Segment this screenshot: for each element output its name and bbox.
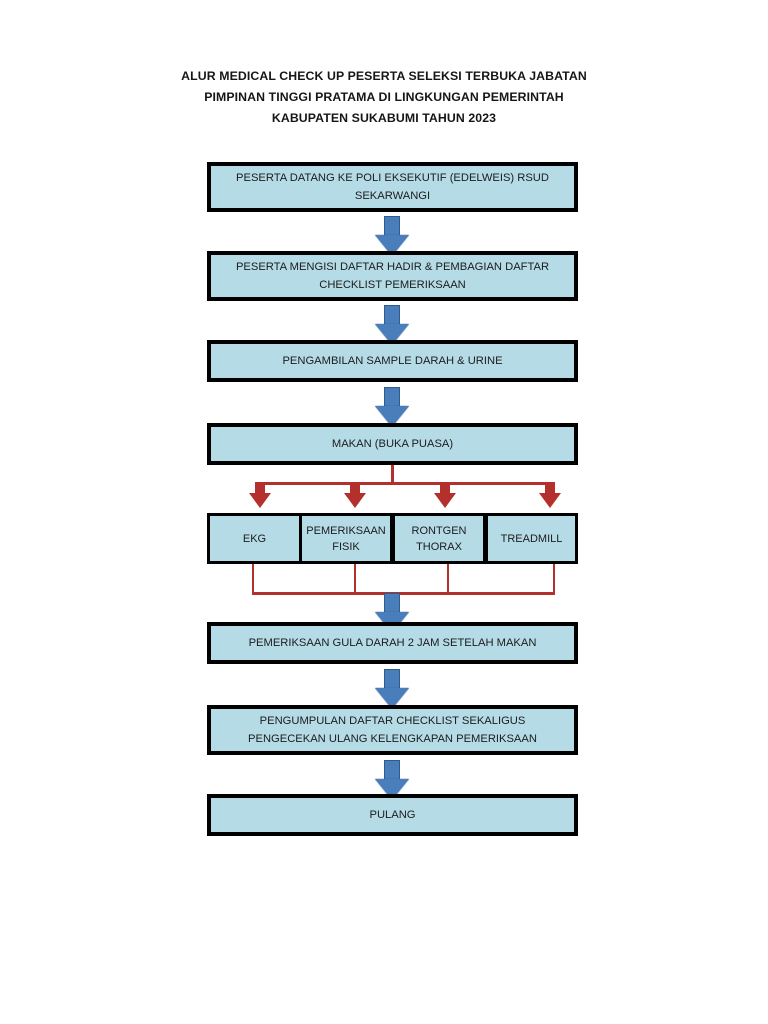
- red-arrow-to-ekg-shaft: [255, 482, 265, 495]
- red-arrow-to-treadmill-shaft: [545, 482, 555, 495]
- red-connector-stem-down: [391, 465, 394, 484]
- red-arrow-to-rontgen-thorax-head: [434, 493, 456, 508]
- blue-arrow-6-shaft: [384, 760, 400, 781]
- blue-arrow-5: [375, 669, 409, 709]
- process-box-step-5[interactable]: PEMERIKSAAN GULA DARAH 2 JAM SETELAH MAK…: [207, 622, 578, 664]
- process-box-step-3-label: PENGAMBILAN SAMPLE DARAH & URINE: [282, 354, 503, 367]
- process-box-step-7-label: PULANG: [369, 808, 416, 821]
- title-line-1: ALUR MEDICAL CHECK UP PESERTA SELEKSI TE…: [181, 69, 587, 83]
- red-arrow-to-pemeriksaan-fisik-shaft: [350, 482, 360, 495]
- process-box-step-1[interactable]: PESERTA DATANG KE POLI EKSEKUTIF (EDELWE…: [207, 162, 578, 212]
- blue-arrow-1-head: [375, 235, 409, 256]
- exam-box-ekg[interactable]: EKG: [207, 513, 302, 564]
- title-line-3: KABUPATEN SUKABUMI TAHUN 2023: [271, 111, 497, 125]
- process-box-step-4[interactable]: MAKAN (BUKA PUASA): [207, 423, 578, 465]
- red-arrow-to-ekg: [249, 482, 271, 508]
- process-box-step-2-label: PESERTA MENGISI DAFTAR HADIR & PEMBAGIAN…: [235, 260, 550, 292]
- blue-arrow-1: [375, 216, 409, 256]
- red-arrow-to-treadmill-head: [539, 493, 561, 508]
- blue-arrow-3-shaft: [384, 387, 400, 408]
- blue-arrow-1-shaft: [384, 216, 400, 237]
- process-box-step-2[interactable]: PESERTA MENGISI DAFTAR HADIR & PEMBAGIAN…: [207, 251, 578, 301]
- process-box-step-6-label: PENGUMPULAN DAFTAR CHECKLIST SEKALIGUS P…: [248, 714, 537, 746]
- blue-arrow-3-head: [375, 406, 409, 427]
- red-arrow-to-rontgen-thorax: [434, 482, 456, 508]
- process-box-step-7[interactable]: PULANG: [207, 794, 578, 836]
- red-arrow-to-treadmill: [539, 482, 561, 508]
- exam-box-ekg-label: EKG: [242, 532, 267, 545]
- title-line-2: PIMPINAN TINGGI PRATAMA DI LINGKUNGAN PE…: [204, 90, 564, 104]
- red-merge-bar: [252, 592, 555, 595]
- red-arrow-to-pemeriksaan-fisik-head: [344, 493, 366, 508]
- blue-arrow-5-shaft: [384, 669, 400, 690]
- blue-arrow-2: [375, 305, 409, 345]
- blue-arrow-2-shaft: [384, 305, 400, 326]
- process-box-step-4-label: MAKAN (BUKA PUASA): [331, 437, 454, 450]
- exam-box-treadmill-label: TREADMILL: [500, 532, 563, 545]
- red-arrow-to-ekg-head: [249, 493, 271, 508]
- red-arrow-to-rontgen-thorax-shaft: [440, 482, 450, 495]
- blue-arrow-5-head: [375, 688, 409, 709]
- blue-arrow-4-shaft: [384, 593, 400, 614]
- page-title: ALUR MEDICAL CHECK UP PESERTA SELEKSI TE…: [150, 66, 618, 129]
- red-connector-distribution-bar: [256, 482, 555, 485]
- process-box-step-6[interactable]: PENGUMPULAN DAFTAR CHECKLIST SEKALIGUS P…: [207, 705, 578, 755]
- process-box-step-3[interactable]: PENGAMBILAN SAMPLE DARAH & URINE: [207, 340, 578, 382]
- exam-box-rontgen-thorax-label: RONTGEN THORAX: [411, 524, 467, 553]
- red-merge-stem-rontgen-thorax: [447, 564, 449, 594]
- exam-box-rontgen-thorax[interactable]: RONTGEN THORAX: [392, 513, 486, 564]
- blue-arrow-3: [375, 387, 409, 427]
- exam-box-pemeriksaan-fisik[interactable]: PEMERIKSAAN FISIK: [299, 513, 393, 564]
- exam-box-treadmill[interactable]: TREADMILL: [485, 513, 578, 564]
- red-merge-stem-ekg: [252, 564, 254, 594]
- exam-box-pemeriksaan-fisik-label: PEMERIKSAAN FISIK: [306, 524, 386, 553]
- red-merge-stem-treadmill: [553, 564, 555, 594]
- parallel-examination-row: EKG PEMERIKSAAN FISIK RONTGEN THORAX TRE…: [207, 513, 578, 564]
- red-merge-stem-pemeriksaan-fisik: [354, 564, 356, 594]
- process-box-step-5-label: PEMERIKSAAN GULA DARAH 2 JAM SETELAH MAK…: [248, 636, 537, 649]
- process-box-step-1-label: PESERTA DATANG KE POLI EKSEKUTIF (EDELWE…: [236, 171, 549, 203]
- blue-arrow-2-head: [375, 324, 409, 345]
- red-arrow-to-pemeriksaan-fisik: [344, 482, 366, 508]
